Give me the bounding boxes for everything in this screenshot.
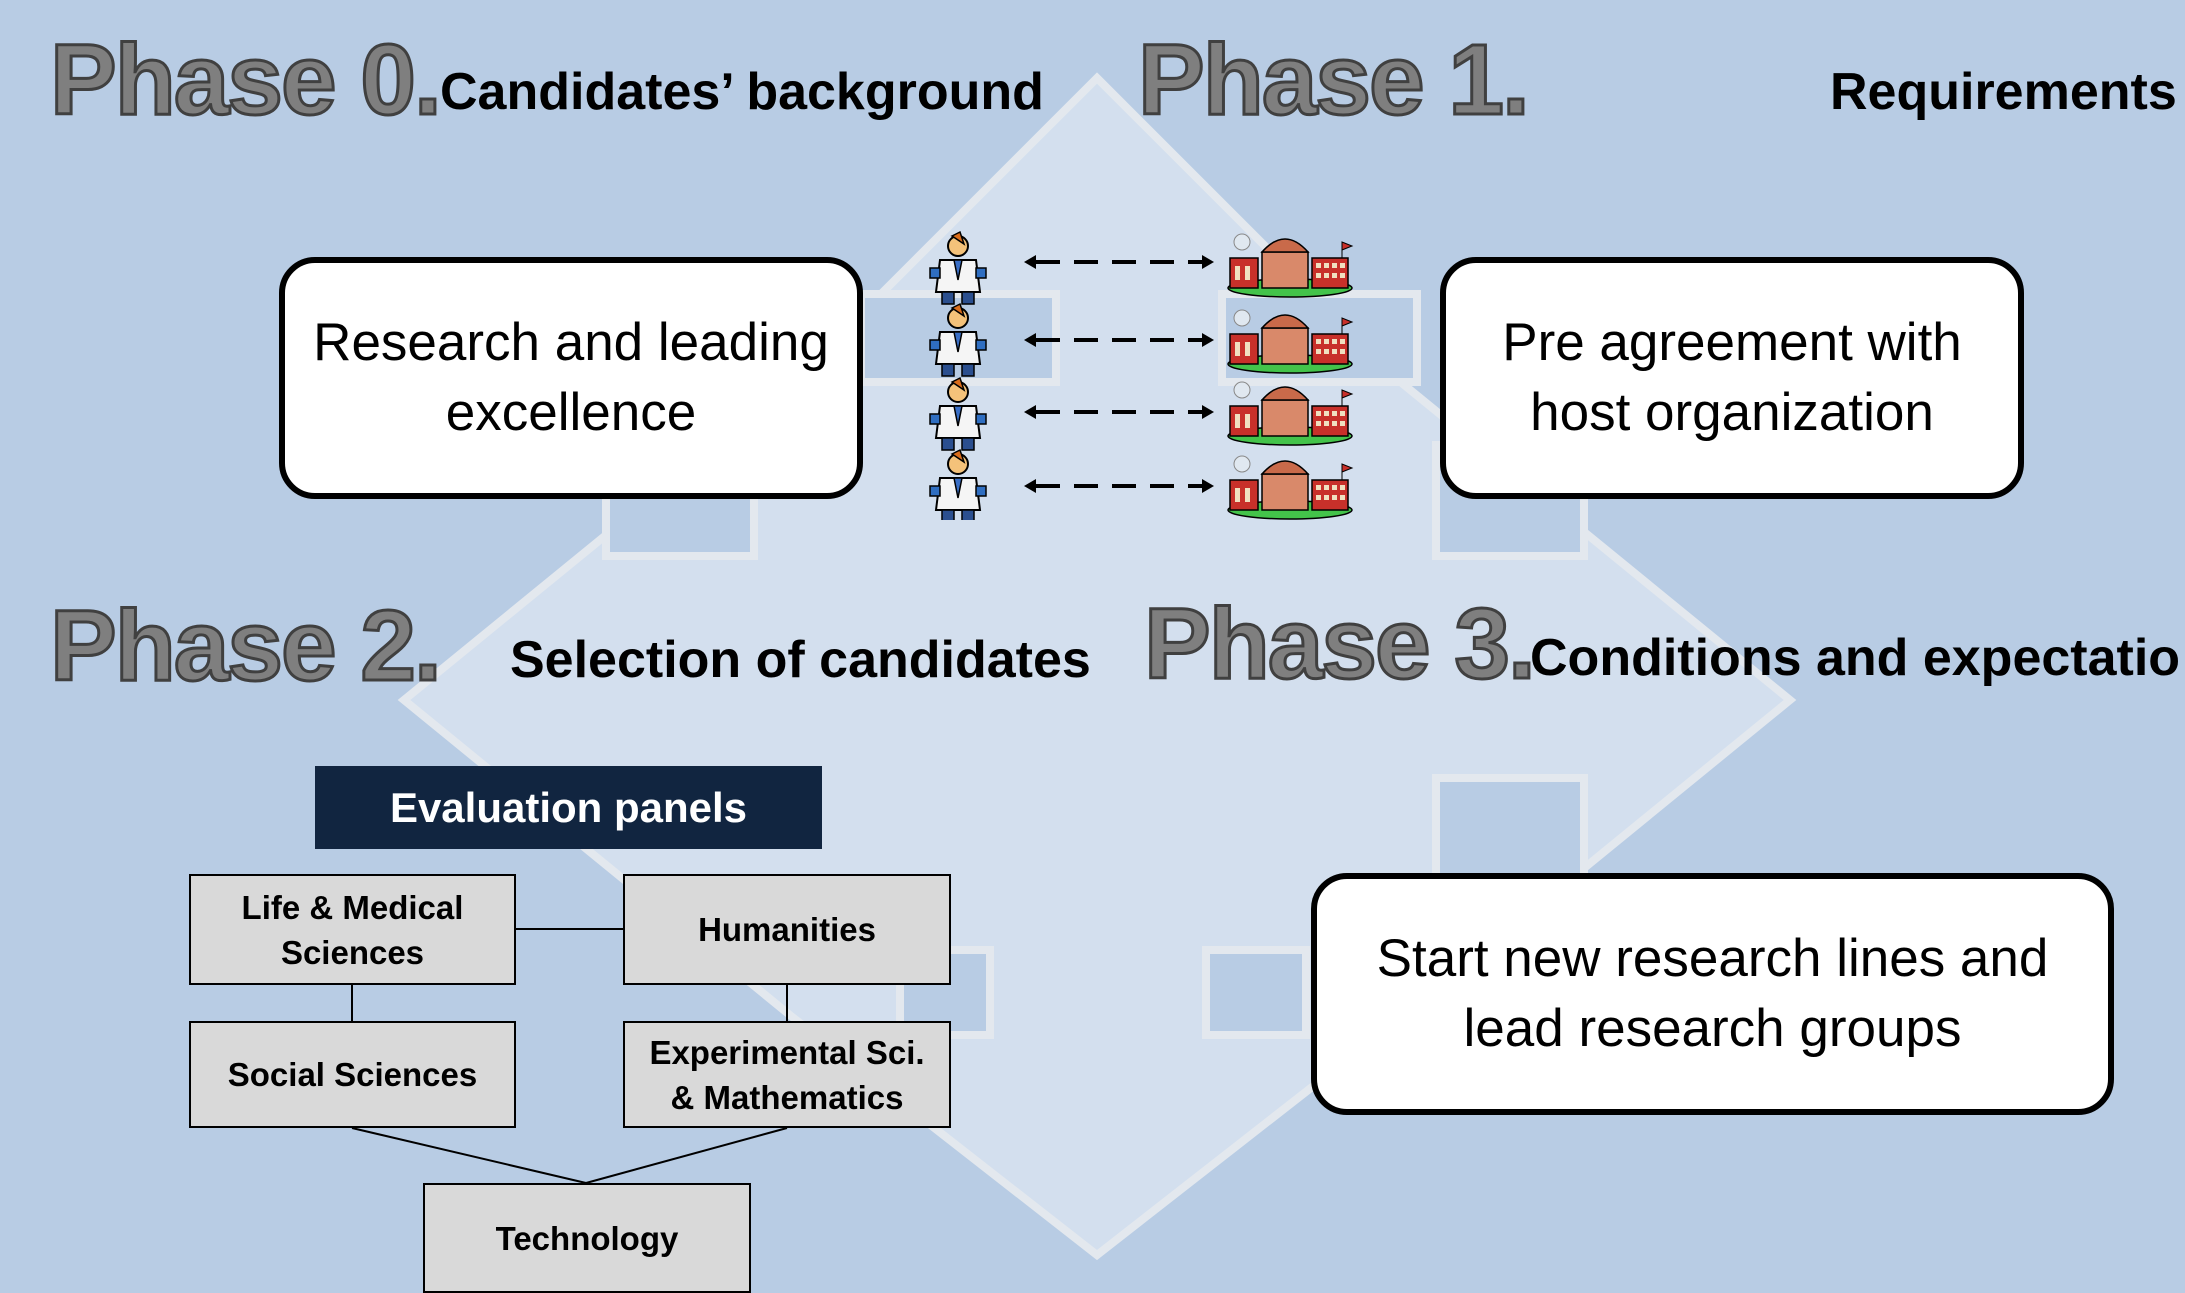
phase-3-number: Phase 3. (1143, 588, 1538, 700)
pre-agreement-text: Pre agreement with host organization (1502, 313, 1962, 442)
start-research-lines-text: Start new research lines and lead resear… (1376, 929, 2049, 1058)
phase-2-title: Selection of candidates (510, 631, 1091, 689)
phase-1-title: Requirements (1830, 63, 2177, 121)
phase-0-number: Phase 0. (49, 24, 444, 136)
start-research-lines-box: Start new research lines and lead resear… (1311, 873, 2114, 1115)
panel-humanities: Humanities (623, 874, 951, 985)
research-excellence-box: Research and leading excellence (279, 257, 863, 499)
panel-life-medical-sciences: Life & Medical Sciences (189, 874, 516, 985)
evaluation-panels-header: Evaluation panels (315, 766, 822, 849)
phase-2-number: Phase 2. (49, 590, 444, 702)
panel-social-sciences: Social Sciences (189, 1021, 516, 1128)
panel-technology: Technology (423, 1183, 751, 1293)
phase-3-title: Conditions and expectatio (1530, 629, 2181, 687)
phase-0-title: Candidates’ background (440, 63, 1044, 121)
panel-experimental-sci-mathematics: Experimental Sci. & Mathematics (623, 1021, 951, 1128)
phase-1-number: Phase 1. (1137, 24, 1532, 136)
pre-agreement-box: Pre agreement with host organization (1440, 257, 2024, 499)
research-excellence-text: Research and leading excellence (313, 313, 829, 442)
